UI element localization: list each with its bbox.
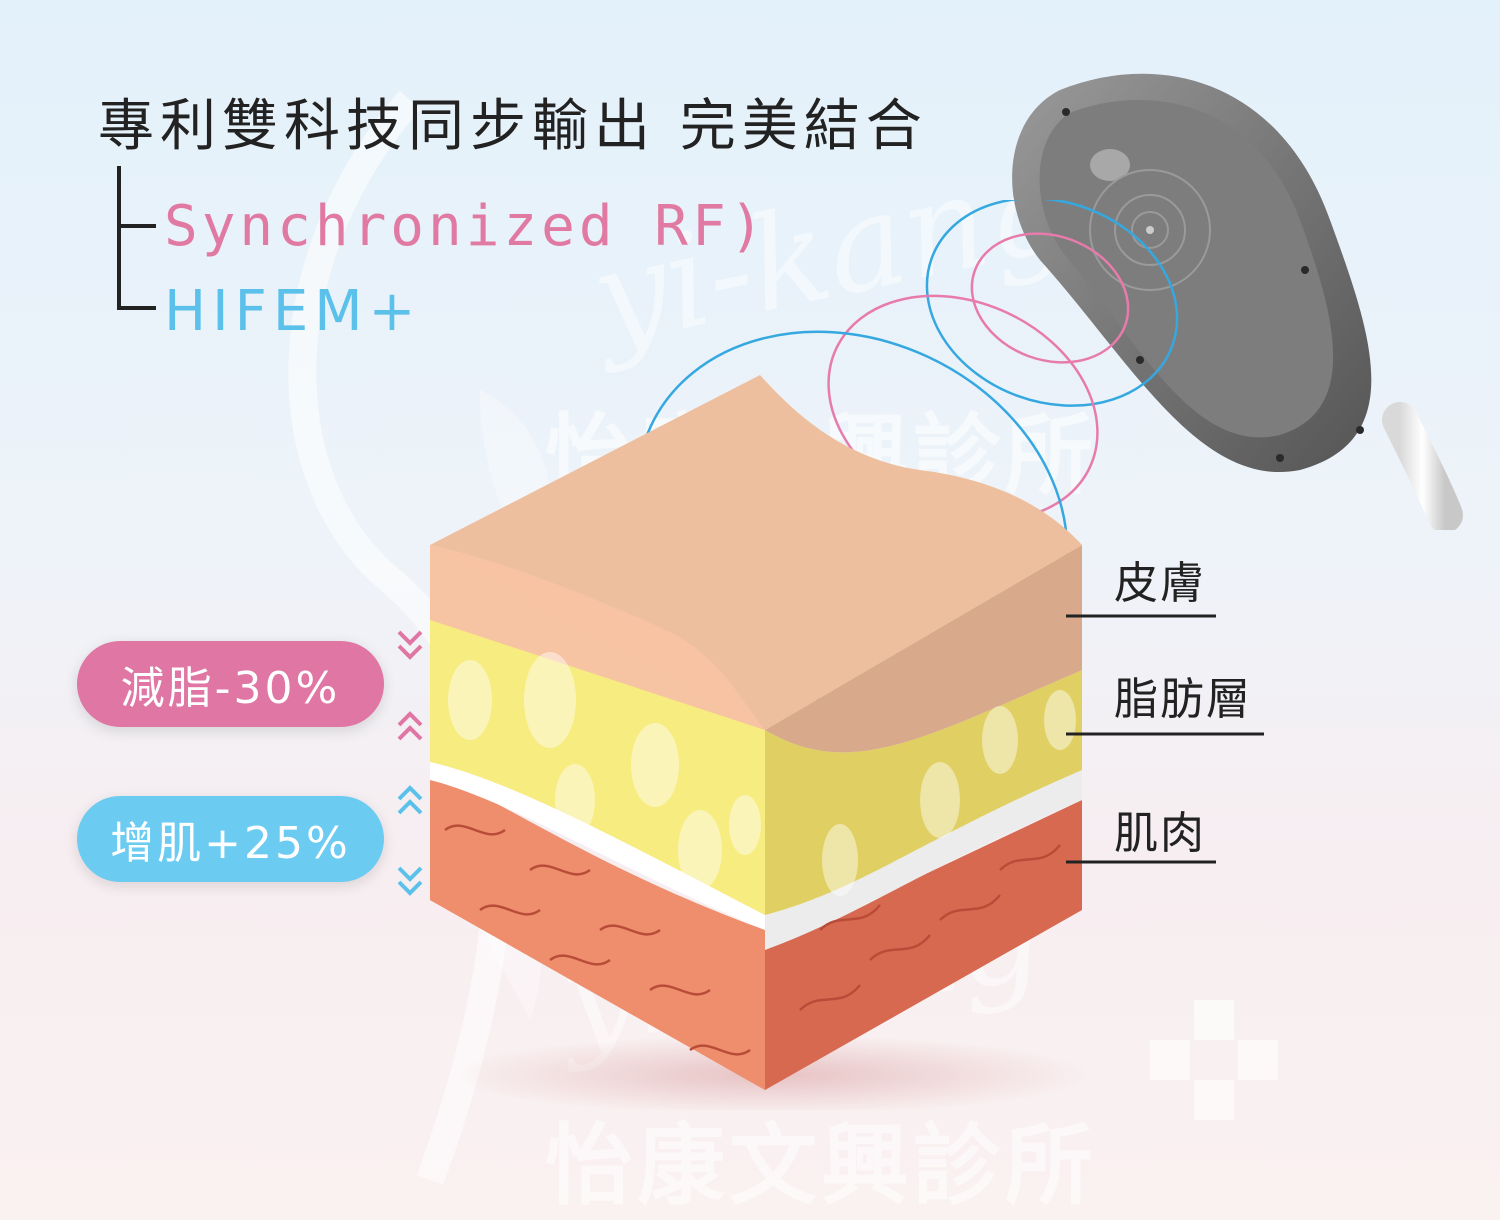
skin-layer-cube [430,375,1090,1110]
label-muscle: 肌肉 [1114,808,1206,859]
muscle-gain-badge: 增肌+25% [77,796,384,882]
chevron-double-up-icon [397,711,423,741]
watermark-clinic-name-bottom: 怡康文興診所 [545,1114,1098,1217]
muscle-fibers [444,824,1061,1056]
fat-globules [448,652,1076,896]
label-fat-layer: 脂肪層 [1114,674,1252,725]
tech-item-rf: Synchronized RF) [164,194,768,259]
chevron-double-down-icon [397,630,423,660]
chevron-double-down-icon [397,866,423,896]
applicator-device [1012,73,1463,530]
watermark-plus-icon [1150,1000,1278,1120]
tech-item-hifem: HIFEM+ [164,279,422,344]
cube-right-face [765,545,1082,1090]
headline: 專利雙科技同步輸出 完美結合 [98,94,928,159]
chevron-double-up-icon [397,785,423,815]
label-skin: 皮膚 [1114,558,1206,609]
fat-reduction-badge: 減脂-30% [77,641,384,727]
cube-front-face [430,545,765,1090]
tree-bracket [117,166,156,310]
layer-callout-lines [1066,614,1264,864]
cube-top-face [430,375,1082,730]
